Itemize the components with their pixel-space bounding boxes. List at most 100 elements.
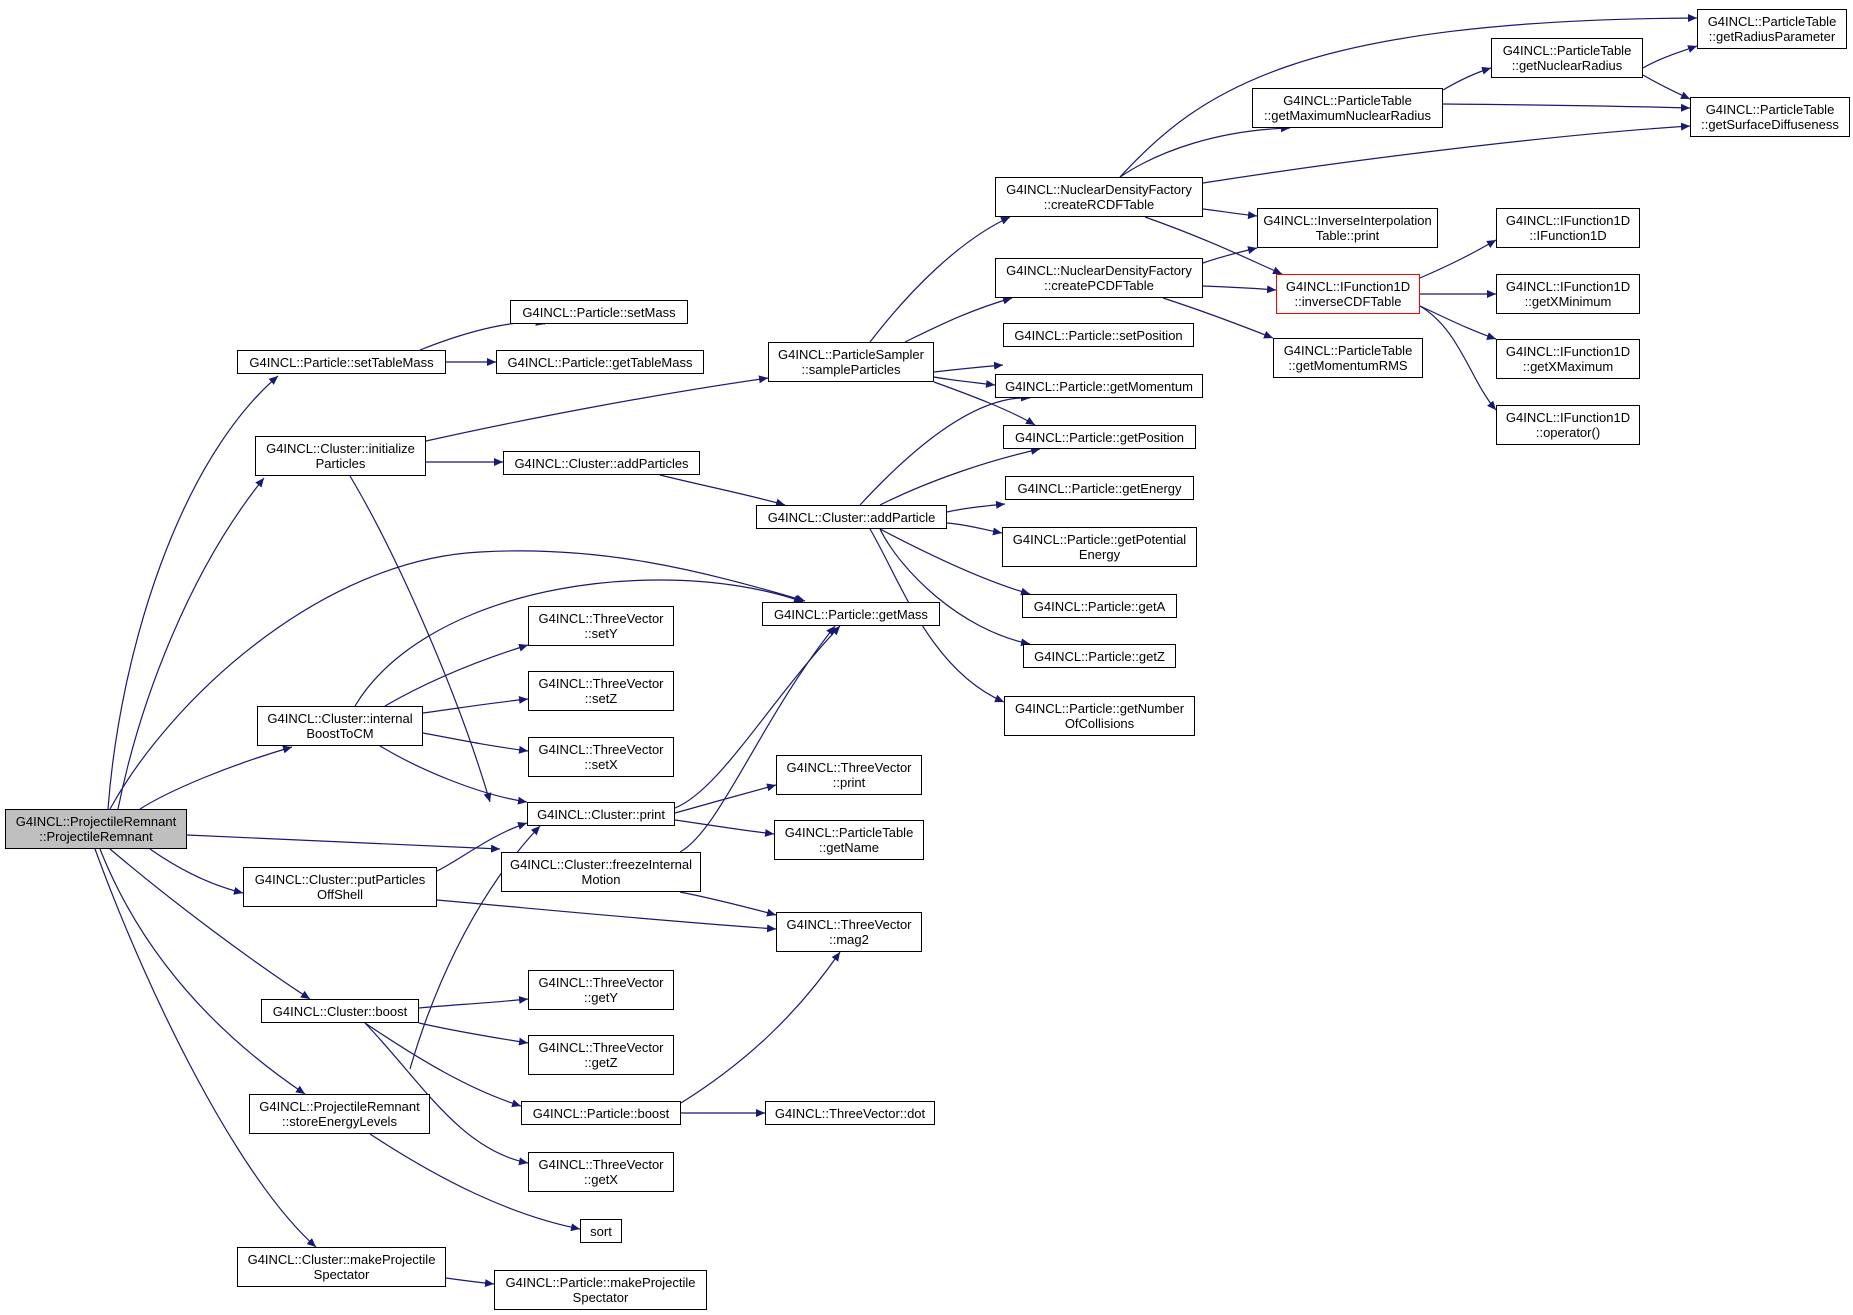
call-edge	[933, 376, 996, 388]
node-inverse-cdf-table[interactable]: G4INCL::IFunction1D ::inverseCDFTable	[1276, 274, 1420, 314]
node-get-x-minimum[interactable]: G4INCL::IFunction1D ::getXMinimum	[1496, 274, 1640, 314]
node-label-line: G4INCL::Particle::getMomentum	[1005, 378, 1193, 394]
node-mag2[interactable]: G4INCL::ThreeVector ::mag2	[776, 912, 922, 952]
call-edge	[659, 474, 786, 507]
node-get-maximum-nuclear-radius[interactable]: G4INCL::ParticleTable ::getMaximumNuclea…	[1252, 88, 1443, 128]
node-operator-call[interactable]: G4INCL::IFunction1D ::operator()	[1496, 405, 1640, 445]
node-add-particles[interactable]: G4INCL::Cluster::addParticles	[503, 451, 700, 475]
node-label-line: G4INCL::Cluster::boost	[272, 1003, 408, 1019]
node-label-line: ::getName	[819, 840, 879, 855]
node-get-momentum-rms[interactable]: G4INCL::ParticleTable ::getMomentumRMS	[1273, 338, 1423, 378]
call-edge	[1162, 297, 1274, 339]
call-edge	[679, 625, 836, 853]
call-edge	[859, 393, 1031, 506]
node-get-surface-diffuseness[interactable]: G4INCL::ParticleTable ::getSurfaceDiffus…	[1690, 97, 1850, 137]
node-create-pcdf-table[interactable]: G4INCL::NuclearDensityFactory ::createPC…	[995, 258, 1203, 298]
node-label-line: ::setY	[584, 626, 618, 641]
node-label-line: G4INCL::ParticleTable	[1705, 102, 1835, 117]
node-get-table-mass[interactable]: G4INCL::Particle::getTableMass	[496, 350, 704, 374]
node-label-line: G4INCL::Cluster::internal	[267, 711, 413, 726]
node-label-line: G4INCL::Cluster::addParticle	[767, 509, 936, 525]
node-label-line: ::createRCDFTable	[1043, 197, 1155, 212]
node-get-name[interactable]: G4INCL::ParticleTable ::getName	[774, 820, 924, 860]
node-set-x[interactable]: G4INCL::ThreeVector ::setX	[528, 737, 674, 777]
node-get-number-of-collisions[interactable]: G4INCL::Particle::getNumber OfCollisions	[1004, 696, 1195, 736]
node-set-z[interactable]: G4INCL::ThreeVector ::setZ	[528, 671, 674, 711]
call-edge	[117, 477, 265, 810]
node-set-position[interactable]: G4INCL::Particle::setPosition	[1003, 323, 1194, 347]
node-get-x-maximum[interactable]: G4INCL::IFunction1D ::getXMaximum	[1496, 339, 1640, 379]
node-set-table-mass[interactable]: G4INCL::Particle::setTableMass	[237, 350, 446, 374]
call-edge	[1419, 239, 1497, 279]
call-edge	[1119, 124, 1291, 178]
node-freeze-internal-motion[interactable]: G4INCL::Cluster::freezeInternal Motion	[501, 852, 701, 892]
node-initialize-particles[interactable]: G4INCL::Cluster::initialize Particles	[255, 436, 426, 476]
node-get-potential-energy[interactable]: G4INCL::Particle::getPotential Energy	[1002, 527, 1197, 567]
node-label-line: Motion	[581, 872, 621, 887]
call-edge	[946, 500, 1006, 513]
node-three-vector-dot[interactable]: G4INCL::ThreeVector::dot	[765, 1101, 935, 1125]
node-particle-boost[interactable]: G4INCL::Particle::boost	[521, 1101, 681, 1125]
node-label-line: ::createPCDFTable	[1044, 278, 1154, 293]
call-edge	[933, 361, 1004, 373]
node-get-a[interactable]: G4INCL::Particle::getA	[1022, 594, 1177, 618]
node-store-energy-levels[interactable]: G4INCL::ProjectileRemnant ::storeEnergyL…	[249, 1094, 430, 1134]
node-get-nuclear-radius[interactable]: G4INCL::ParticleTable ::getNuclearRadius	[1491, 38, 1643, 78]
node-inverse-interpolation-print[interactable]: G4INCL::InverseInterpolation Table::prin…	[1257, 208, 1438, 248]
node-get-position[interactable]: G4INCL::Particle::getPosition	[1003, 425, 1196, 449]
call-edge	[109, 550, 806, 810]
node-label-line: ::getZ	[584, 1055, 618, 1070]
node-label-line: ::getRadiusParameter	[1708, 29, 1836, 44]
node-get-z[interactable]: G4INCL::Particle::getZ	[1023, 644, 1176, 668]
node-label-line: ::getMaximumNuclearRadius	[1264, 108, 1431, 123]
node-ifunction1d-ctor[interactable]: G4INCL::IFunction1D ::IFunction1D	[1496, 208, 1640, 248]
node-cluster-print[interactable]: G4INCL::Cluster::print	[527, 802, 675, 826]
node-projectile-remnant-ctor[interactable]: G4INCL::ProjectileRemnant ::ProjectileRe…	[5, 809, 187, 849]
node-cluster-make-projectile-spectator[interactable]: G4INCL::Cluster::makeProjectile Spectato…	[237, 1247, 446, 1287]
node-get-y[interactable]: G4INCL::ThreeVector ::getY	[528, 970, 674, 1010]
node-label-line: Spectator	[572, 1290, 629, 1305]
node-label-line: G4INCL::NuclearDensityFactory	[1006, 182, 1192, 197]
call-edge	[679, 891, 777, 917]
node-label-line: Spectator	[313, 1267, 370, 1282]
node-label-line: G4INCL::ParticleSampler	[778, 347, 924, 362]
node-cluster-boost[interactable]: G4INCL::Cluster::boost	[261, 999, 419, 1023]
node-add-particle[interactable]: G4INCL::Cluster::addParticle	[756, 505, 947, 529]
call-edge	[364, 1022, 529, 1166]
node-set-mass[interactable]: G4INCL::Particle::setMass	[510, 300, 688, 324]
node-sort[interactable]: sort	[580, 1219, 622, 1243]
node-label-line: G4INCL::Cluster::print	[537, 806, 665, 822]
node-label-line: G4INCL::IFunction1D	[1505, 344, 1631, 359]
call-edge	[1642, 45, 1698, 69]
call-edge	[680, 951, 841, 1104]
node-label-line: ::getMomentumRMS	[1288, 358, 1408, 373]
node-set-y[interactable]: G4INCL::ThreeVector ::setY	[528, 606, 674, 646]
node-label-line: ::getXMaximum	[1522, 359, 1614, 374]
node-label-line: ::print	[832, 775, 866, 790]
call-edge	[1419, 305, 1497, 340]
node-get-z-vector[interactable]: G4INCL::ThreeVector ::getZ	[528, 1035, 674, 1075]
node-label-line: ::getX	[584, 1172, 618, 1187]
node-create-rcdf-table[interactable]: G4INCL::NuclearDensityFactory ::createRC…	[995, 177, 1203, 217]
call-edge	[869, 216, 1011, 343]
call-edge	[1419, 305, 1497, 411]
node-label-line: G4INCL::Particle::getEnergy	[1017, 480, 1182, 496]
node-get-x-vector[interactable]: G4INCL::ThreeVector ::getX	[528, 1152, 674, 1192]
node-get-radius-parameter[interactable]: G4INCL::ParticleTable ::getRadiusParamet…	[1697, 9, 1847, 49]
node-label-line: G4INCL::Cluster::makeProjectile	[247, 1252, 436, 1267]
node-label-line: G4INCL::Particle::getPotential	[1012, 532, 1187, 547]
call-edge	[946, 522, 1003, 536]
node-put-particles-off-shell[interactable]: G4INCL::Cluster::putParticles OffShell	[243, 867, 437, 907]
node-get-mass[interactable]: G4INCL::Particle::getMass	[762, 602, 940, 626]
call-edge	[1202, 246, 1258, 264]
node-internal-boost-to-cm[interactable]: G4INCL::Cluster::internal BoostToCM	[257, 706, 423, 746]
node-sample-particles[interactable]: G4INCL::ParticleSampler ::sampleParticle…	[768, 342, 934, 382]
node-get-momentum[interactable]: G4INCL::Particle::getMomentum	[995, 374, 1203, 398]
node-three-vector-print[interactable]: G4INCL::ThreeVector ::print	[776, 755, 922, 795]
node-label-line: ::getXMinimum	[1524, 294, 1612, 309]
node-get-energy[interactable]: G4INCL::Particle::getEnergy	[1005, 476, 1194, 500]
node-particle-make-projectile-spectator[interactable]: G4INCL::Particle::makeProjectile Spectat…	[494, 1270, 707, 1310]
node-label-line: Energy	[1078, 547, 1121, 562]
node-label-line: G4INCL::IFunction1D	[1285, 279, 1411, 294]
call-edge	[436, 899, 777, 933]
